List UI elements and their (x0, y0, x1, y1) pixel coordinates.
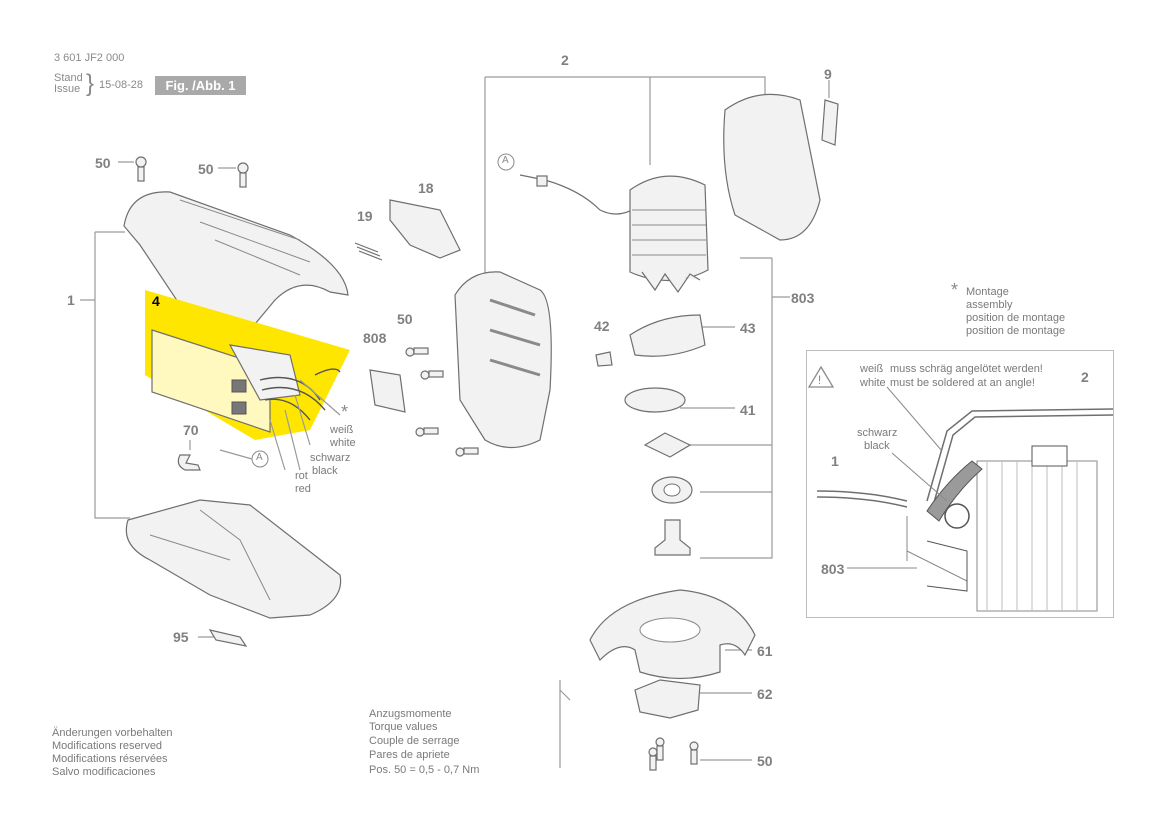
figure-label: Fig. /Abb. 1 (155, 76, 246, 95)
part-number-50b: 50 (198, 161, 214, 177)
label-95 (208, 629, 248, 647)
screw-50-f (455, 447, 479, 457)
plate-808 (369, 369, 406, 413)
inset-part-1: 1 (831, 453, 839, 469)
lower-housing (125, 499, 342, 619)
screw-50-c (405, 347, 429, 357)
part-number-95: 95 (173, 629, 189, 645)
leader-lines (80, 76, 830, 768)
part-number-4: 4 (152, 293, 160, 309)
inset-drawing: ! (807, 365, 1113, 612)
part-number-42: 42 (594, 318, 610, 334)
torque-line-2: Torque values (369, 721, 438, 733)
screw-50-b (237, 162, 249, 188)
montage-line-3: position de montage (966, 312, 1066, 324)
inset-warn-de-prefix: weiß (860, 363, 884, 375)
footer-line-4: Salvo modificaciones (52, 766, 156, 778)
inset-part-803: 803 (821, 561, 845, 577)
part-number-2: 2 (561, 52, 569, 68)
part-number-9: 9 (824, 66, 832, 82)
clip-42 (595, 351, 613, 367)
montage-star: * (951, 280, 959, 300)
screw-50-e (415, 427, 439, 437)
torque-line-1: Anzugsmomente (369, 708, 452, 720)
screw-50-a (135, 156, 147, 182)
wire-black-de: schwarz (310, 452, 351, 464)
screw-50-i (689, 741, 699, 765)
screw-50-d (420, 370, 444, 380)
label-9 (821, 99, 839, 146)
wire-star: * (341, 402, 349, 422)
part-number-803: 803 (791, 290, 815, 306)
part-number-50d: 50 (757, 753, 773, 769)
stand-label: Stand (54, 72, 83, 84)
connector-a-marker-1 (219, 449, 269, 468)
part-number-18: 18 (418, 180, 434, 196)
part-number-50c: 50 (397, 311, 413, 327)
inset-warn-en: must be soldered at an angle! (890, 377, 1035, 389)
fan-ring-43 (629, 314, 706, 357)
wire-black-en: black (312, 465, 338, 477)
issue-date: 15-08-28 (99, 79, 144, 91)
wire-red-de: rot (295, 470, 308, 482)
inset-warn-de: muss schräg angelötet werden! (890, 363, 1043, 375)
wire-white-en: white (330, 437, 356, 449)
switch-18 (389, 199, 461, 259)
warning-triangle-icon (807, 365, 835, 388)
torque-line-4: Pares de apriete (369, 749, 450, 761)
electronics-module-4 (151, 329, 341, 433)
footer-line-2: Modifications reserved (52, 740, 163, 752)
issue-label: Issue (54, 83, 81, 95)
torque-line-3: Couple de serrage (369, 735, 460, 747)
footer-line-1: Änderungen vorbehalten (52, 727, 173, 739)
clip-70 (177, 454, 201, 471)
inset-warn-en-prefix: white (860, 377, 886, 389)
part-number-41: 41 (740, 402, 756, 418)
svg-text:!: ! (818, 373, 821, 387)
spring-19 (354, 242, 383, 261)
part-number-62: 62 (757, 686, 773, 702)
inset-schwarz: schwarz (857, 427, 898, 439)
part-number-43: 43 (740, 320, 756, 336)
part-number-50a: 50 (95, 155, 111, 171)
montage-line-4: position de montage (966, 325, 1066, 337)
part-number-808: 808 (363, 330, 387, 346)
wire-white-de: weiß (330, 424, 354, 436)
montage-line-2: assembly (966, 299, 1013, 311)
screw-50-g (655, 737, 665, 761)
connector-a-label-2: A (502, 155, 509, 166)
brace-icon: } (86, 70, 95, 97)
motor-803 (629, 175, 709, 294)
part-number-1: 1 (67, 292, 75, 308)
connector-a-marker-2 (497, 153, 515, 171)
part-number-61: 61 (757, 643, 773, 659)
footer-line-3: Modifications réservées (52, 753, 168, 765)
cover-9 (723, 93, 821, 241)
part-number-70: 70 (183, 422, 199, 438)
wire-red-en: red (295, 483, 311, 495)
bracket-62 (634, 679, 701, 719)
connector-a-label-1: A (256, 452, 263, 463)
coupling (643, 432, 692, 458)
assembly-detail-inset: ! weiß muss schräg angelötet werden! whi… (806, 350, 1114, 618)
montage-line-1: Montage (966, 286, 1009, 298)
inset-part-2: 2 (1081, 369, 1089, 385)
upper-housing (123, 191, 349, 331)
inset-black: black (864, 440, 890, 452)
document-number: 3 601 JF2 000 (54, 52, 125, 64)
motor-housing-2 (454, 271, 552, 449)
torque-line-5: Pos. 50 = 0,5 - 0,7 Nm (369, 764, 480, 776)
part-number-19: 19 (357, 208, 373, 224)
shaft (654, 519, 691, 556)
screw-50-h (648, 747, 658, 771)
plate-41 (624, 387, 686, 413)
